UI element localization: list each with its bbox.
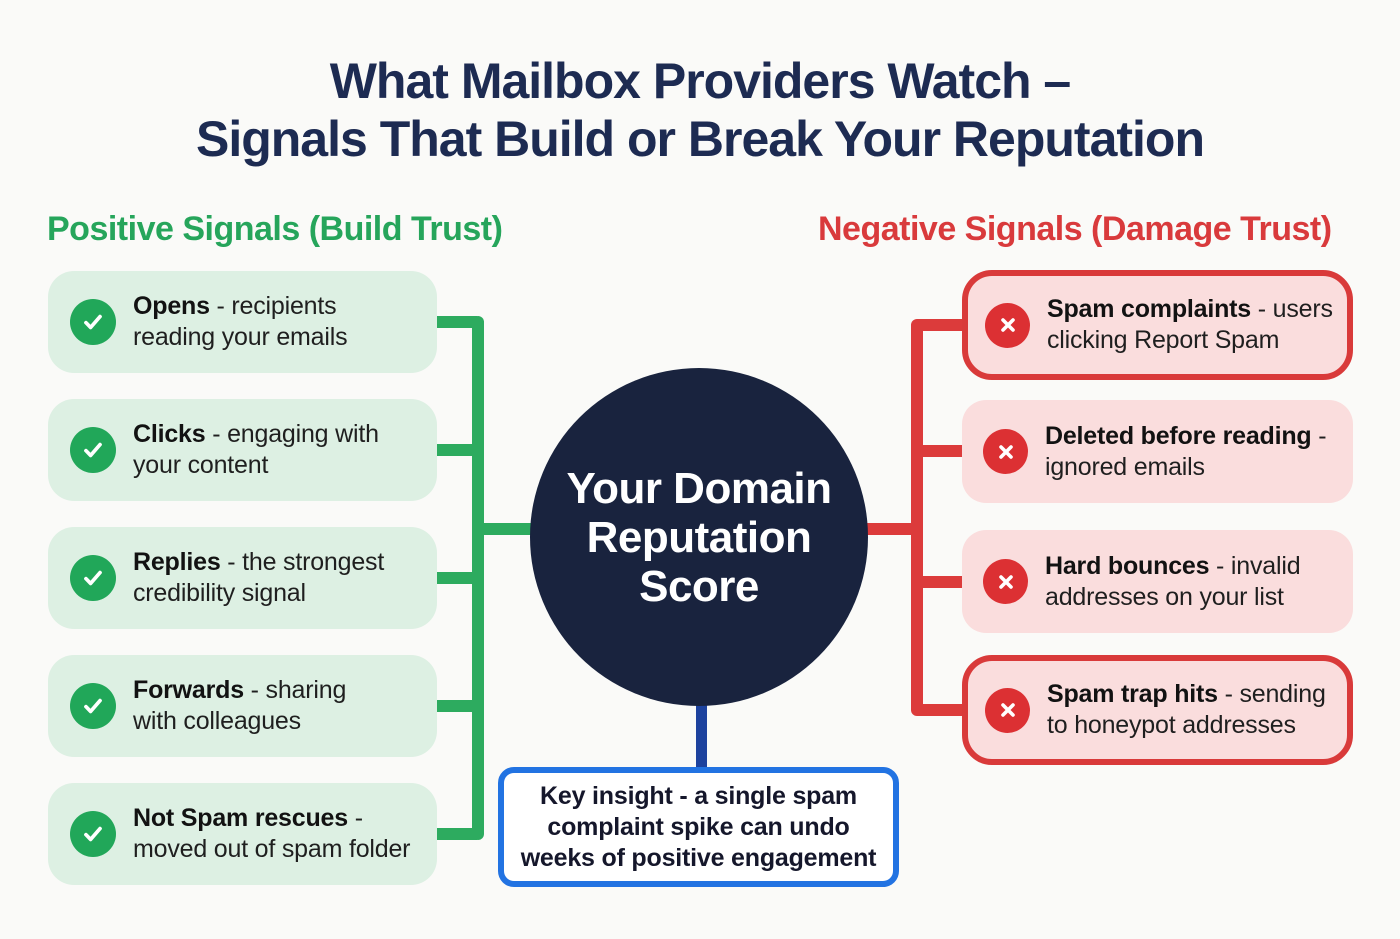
domain-reputation-score-circle: Your Domain Reputation Score	[530, 368, 868, 706]
signal-term: Not Spam rescues	[133, 804, 348, 832]
key-insight-box: Key insight - a single spam complaint sp…	[498, 767, 899, 887]
signal-term: Spam complaints	[1047, 295, 1251, 323]
check-icon	[70, 427, 116, 473]
signal-desc: - the strongest credibility signal	[133, 548, 385, 607]
negative-stub-spam-trap	[917, 704, 962, 716]
negative-box-spam-trap-hits: Spam trap hits - sending to honeypot add…	[962, 655, 1353, 765]
positive-stub-clicks	[437, 444, 477, 456]
score-circle-label: Your Domain Reputation Score	[566, 463, 832, 611]
signal-desc: - engaging with your content	[133, 420, 379, 479]
positive-box-opens: Opens - recipients reading your emails	[48, 271, 437, 373]
negative-trunk-connector	[911, 319, 923, 716]
positive-stub-opens	[437, 316, 477, 328]
signal-text: Replies - the strongest credibility sign…	[133, 547, 418, 609]
score-label-line-1: Your Domain	[566, 463, 832, 513]
signal-term: Deleted before reading	[1045, 421, 1312, 450]
signal-desc: - invalid addresses on your list	[1045, 551, 1301, 611]
signal-desc: - sending to honeypot addresses	[1047, 680, 1326, 739]
positive-box-clicks: Clicks - engaging with your content	[48, 399, 437, 501]
signal-desc: - moved out of spam folder	[133, 804, 411, 863]
signal-text: Clicks - engaging with your content	[133, 419, 418, 481]
x-icon	[985, 687, 1030, 733]
signal-term: Hard bounces	[1045, 551, 1210, 580]
signal-desc: - recipients reading your emails	[133, 292, 348, 351]
check-icon	[70, 683, 116, 729]
page-title-line-1: What Mailbox Providers Watch –	[329, 53, 1072, 109]
signal-desc: - sharing with colleagues	[133, 676, 347, 735]
signal-text: Forwards - sharing with colleagues	[133, 675, 363, 737]
negative-box-spam-complaints: Spam complaints - users clicking Report …	[962, 270, 1353, 380]
x-icon	[985, 302, 1030, 348]
signal-term: Opens	[133, 292, 210, 320]
check-icon	[70, 811, 116, 857]
key-insight-text: Key insight - a single spam complaint sp…	[520, 781, 877, 872]
signal-term: Clicks	[133, 420, 206, 448]
negative-signals-heading: Negative Signals (Damage Trust)	[818, 210, 1332, 248]
negative-stub-hard-bounces	[917, 576, 962, 588]
signal-text: Spam complaints - users clicking Report …	[1047, 294, 1347, 356]
circle-to-insight-connector	[696, 698, 707, 770]
signal-text: Hard bounces - invalid addresses on your…	[1045, 551, 1350, 613]
score-label-line-2: Reputation	[586, 512, 812, 562]
x-icon	[983, 559, 1028, 604]
positive-stub-notspam	[437, 828, 477, 840]
score-label-line-3: Score	[639, 561, 759, 611]
negative-to-circle-connector	[864, 523, 917, 535]
negative-box-deleted-before-reading: Deleted before reading - ignored emails	[962, 400, 1353, 503]
positive-stub-forwards	[437, 700, 477, 712]
positive-signals-heading: Positive Signals (Build Trust)	[47, 210, 503, 248]
signal-text: Opens - recipients reading your emails	[133, 291, 418, 353]
signal-term: Forwards	[133, 676, 244, 704]
page-title: What Mailbox Providers Watch – Signals T…	[0, 52, 1400, 168]
negative-stub-spam-complaints	[917, 319, 962, 331]
positive-box-forwards: Forwards - sharing with colleagues	[48, 655, 437, 757]
signal-term: Replies	[133, 548, 221, 576]
page-title-line-2: Signals That Build or Break Your Reputat…	[195, 111, 1205, 167]
signal-text: Deleted before reading - ignored emails	[1045, 421, 1350, 483]
positive-to-circle-connector	[480, 523, 534, 535]
signal-term: Spam trap hits	[1047, 680, 1218, 708]
signal-text: Not Spam rescues - moved out of spam fol…	[133, 803, 418, 865]
negative-box-hard-bounces: Hard bounces - invalid addresses on your…	[962, 530, 1353, 633]
x-icon	[983, 429, 1028, 474]
negative-stub-deleted	[917, 445, 962, 457]
signal-desc: - ignored emails	[1045, 421, 1327, 481]
positive-stub-replies	[437, 572, 477, 584]
positive-box-not-spam-rescues: Not Spam rescues - moved out of spam fol…	[48, 783, 437, 885]
signal-desc: - users clicking Report Spam	[1047, 295, 1333, 354]
check-icon	[70, 555, 116, 601]
check-icon	[70, 299, 116, 345]
positive-box-replies: Replies - the strongest credibility sign…	[48, 527, 437, 629]
signal-text: Spam trap hits - sending to honeypot add…	[1047, 679, 1347, 741]
